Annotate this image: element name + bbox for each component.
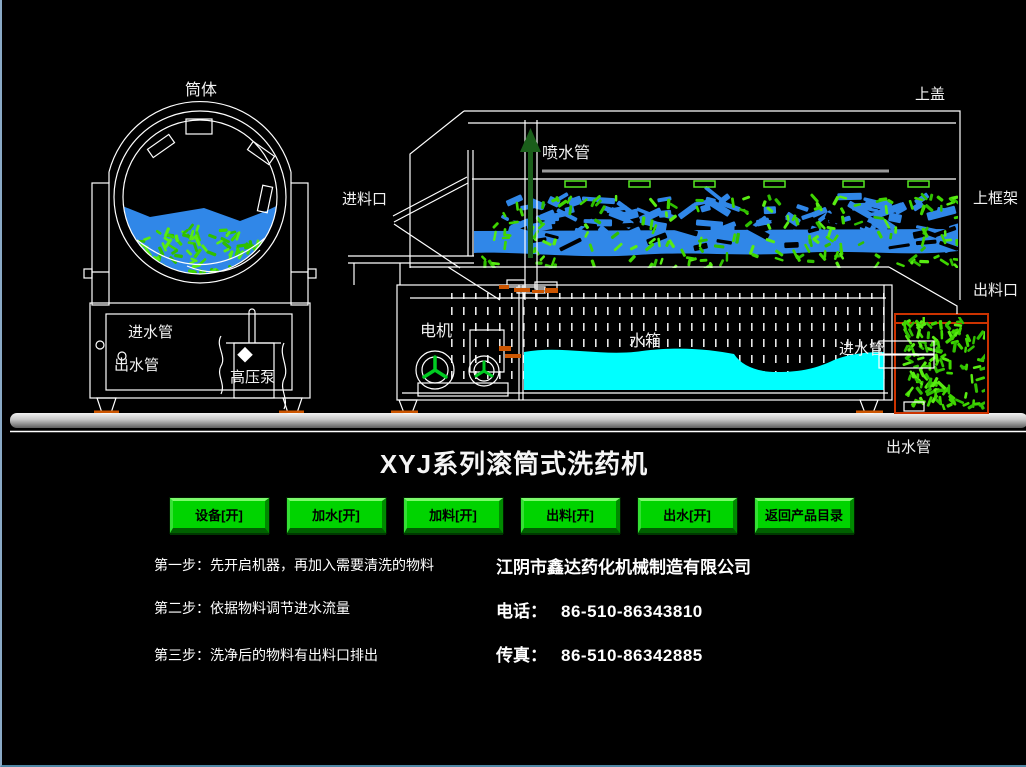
phone-label: 电话： bbox=[496, 602, 547, 621]
add-water-button[interactable]: 加水[开] bbox=[287, 498, 386, 533]
diagram-labels: 筒体 进水管 出水管 高压泵 进料口 喷水管 上盖 上框架 出料口 电机 水箱 … bbox=[114, 81, 1018, 456]
ground-line bbox=[10, 413, 1026, 433]
spray-flow-arrow-icon bbox=[520, 128, 541, 258]
label-left-outlet-pipe: 出水管 bbox=[114, 357, 159, 374]
company-info: 江阴市鑫达药化机械制造有限公司 电话： 86-510-86343810 传真： 86… bbox=[496, 553, 751, 666]
spray-nozzles bbox=[564, 180, 930, 188]
wash-water-gaps bbox=[508, 211, 958, 252]
left-machine-outline bbox=[83, 101, 317, 414]
machine-diagram: 筒体 进水管 出水管 高压泵 进料口 喷水管 上盖 上框架 出料口 电机 水箱 … bbox=[10, 81, 1026, 456]
label-right-outlet-pipe: 出水管 bbox=[886, 439, 931, 456]
label-drum: 筒体 bbox=[185, 81, 217, 99]
label-upper-frame: 上框架 bbox=[973, 190, 1018, 207]
label-spray-pipe: 喷水管 bbox=[542, 144, 590, 162]
step-3-text: 第三步：洗净后的物料有出料口排出 bbox=[154, 647, 378, 663]
phone-number: 86-510-86343810 bbox=[561, 602, 703, 621]
motor-fan-icon bbox=[422, 355, 494, 379]
company-phone-line: 电话： 86-510-86343810 bbox=[496, 597, 751, 622]
discharge-button[interactable]: 出料[开] bbox=[521, 498, 620, 533]
fax-number: 86-510-86342885 bbox=[561, 646, 703, 665]
discharged-herb-particles bbox=[901, 317, 985, 410]
device-on-button[interactable]: 设备[开] bbox=[170, 498, 269, 533]
tank-water bbox=[524, 348, 884, 390]
label-water-tank: 水箱 bbox=[629, 332, 661, 350]
back-to-catalog-button[interactable]: 返回产品目录 bbox=[755, 498, 854, 533]
fax-label: 传真： bbox=[496, 646, 547, 665]
label-discharge-outlet: 出料口 bbox=[973, 282, 1018, 299]
label-feed-inlet: 进料口 bbox=[342, 191, 387, 208]
add-material-button[interactable]: 加料[开] bbox=[404, 498, 503, 533]
step-1-text: 第一步：先开启机器，再加入需要清洗的物料 bbox=[154, 557, 434, 573]
step-2-text: 第二步：依据物料调节进水流量 bbox=[154, 600, 350, 616]
control-button-row: 设备[开] 加水[开] 加料[开] 出料[开] 出水[开] 返回产品目录 bbox=[170, 498, 854, 533]
company-name: 江阴市鑫达药化机械制造有限公司 bbox=[496, 558, 751, 577]
label-high-pressure-pump: 高压泵 bbox=[230, 369, 275, 386]
label-motor: 电机 bbox=[420, 322, 452, 340]
page-title: XYJ系列滚筒式洗药机 bbox=[379, 449, 649, 479]
company-fax-line: 传真： 86-510-86342885 bbox=[496, 641, 751, 666]
label-left-inlet-pipe: 进水管 bbox=[128, 324, 173, 341]
drain-button[interactable]: 出水[开] bbox=[638, 498, 737, 533]
label-top-cover: 上盖 bbox=[915, 86, 945, 103]
label-right-inlet-pipe: 进水管 bbox=[839, 341, 884, 358]
pipe-fittings bbox=[94, 285, 883, 413]
